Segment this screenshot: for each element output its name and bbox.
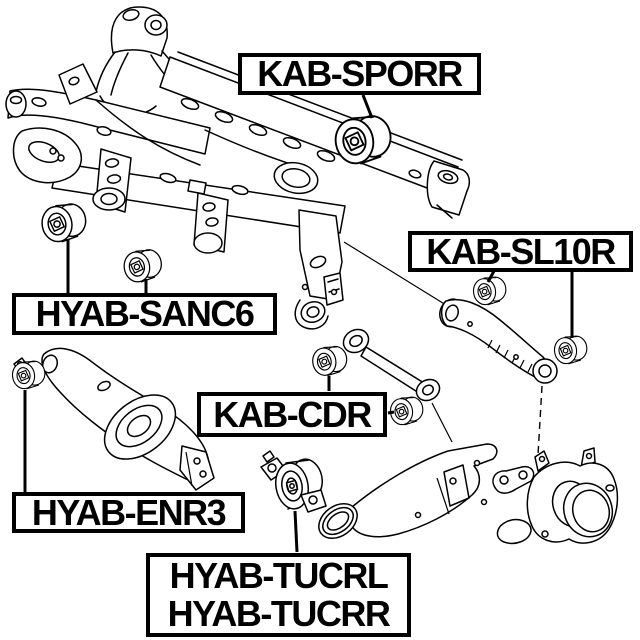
rear-lower-spring-arm-drawing	[41, 347, 215, 491]
track-control-rod-drawing	[342, 328, 441, 402]
callout-leader-lines	[23, 94, 574, 553]
part-code-hyab-tucrl: HYAB-TUCRL	[169, 555, 389, 596]
rear-camber-arm-drawing	[439, 298, 558, 384]
rear-knuckle-hub-drawing	[496, 447, 619, 545]
part-label-box-hyab-sanc6: HYAB-SANC6	[12, 293, 277, 335]
part-label-box-hyab-tucr: HYAB-TUCRL HYAB-TUCRR	[146, 553, 411, 637]
rear-subframe-crossmember-drawing	[5, 6, 471, 330]
part-code-hyab-tucrr: HYAB-TUCRR	[167, 593, 391, 634]
part-label-box-kab-sl10r: KAB-SL10R	[408, 231, 633, 272]
rear-trailing-arm-drawing	[318, 443, 535, 540]
kab-cdr-bushing-lower-drawing	[388, 394, 426, 428]
kab-cdr-bushing-upper-drawing	[310, 343, 350, 378]
kab-sl10r-bushing-outer-drawing	[552, 333, 590, 367]
part-label-box-kab-cdr: KAB-CDR	[197, 392, 387, 437]
part-code-hyab-enr3: HYAB-ENR3	[31, 491, 227, 533]
part-code-hyab-sanc6: HYAB-SANC6	[35, 293, 255, 334]
hyab-enr3-bushing-drawing	[10, 357, 48, 392]
hyab-tucr-bushing-drawing	[260, 450, 327, 513]
hyab-sanc6-bushing-front-drawing	[38, 200, 90, 246]
rod-association-line	[431, 402, 453, 443]
camber-arm-to-knuckle-dash-line	[537, 385, 543, 456]
part-code-kab-sl10r: KAB-SL10R	[426, 230, 616, 272]
mount-association-line	[343, 241, 447, 306]
part-code-kab-sporr: KAB-SPORR	[257, 53, 463, 94]
hyab-sanc6-bushing-rear-drawing	[121, 246, 165, 286]
part-label-box-kab-sporr: KAB-SPORR	[238, 53, 481, 95]
part-label-box-hyab-enr3: HYAB-ENR3	[12, 492, 245, 533]
part-code-kab-cdr: KAB-CDR	[213, 393, 372, 435]
